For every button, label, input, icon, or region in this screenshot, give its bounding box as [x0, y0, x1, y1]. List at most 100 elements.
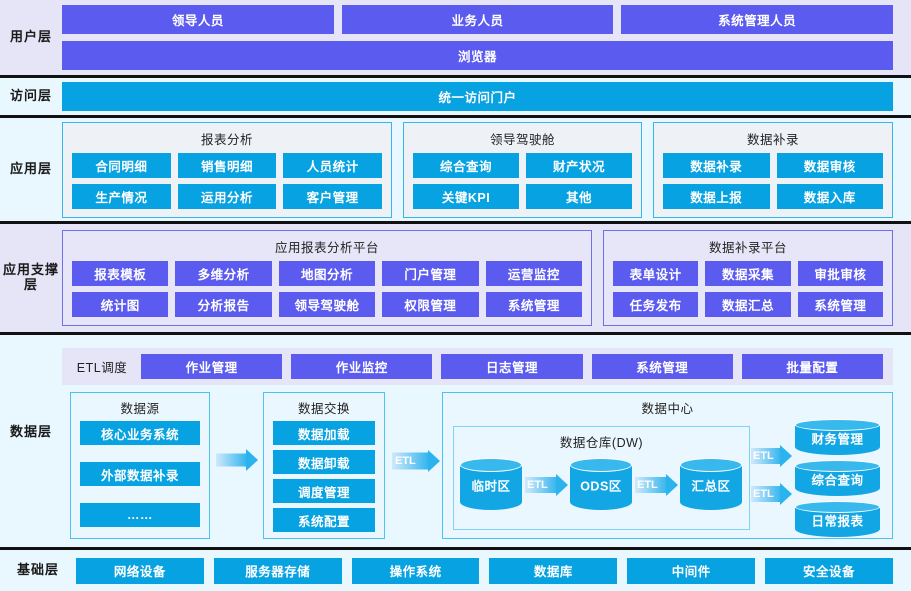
cylinder-top: [460, 458, 522, 472]
infra-middleware[interactable]: 中间件: [627, 557, 756, 584]
dx-system-config[interactable]: 系统配置: [273, 508, 375, 532]
app-contract-detail[interactable]: 合同明细: [72, 152, 171, 178]
arrow-shaft: [525, 477, 557, 493]
data-source-items: 核心业务系统 外部数据补录 ……: [71, 421, 209, 535]
sup-task-publish[interactable]: 任务发布: [613, 292, 699, 317]
user-roles-row: 领导人员 业务人员 系统管理人员: [62, 5, 894, 34]
support-groups: 应用报表分析平台 报表模板 多维分析 地图分析 门户管理 运营监控 统计图 分析…: [62, 230, 893, 326]
cylinder-top: [795, 419, 880, 431]
support-layer-band: 应用支撑层 应用报表分析平台 报表模板 多维分析 地图分析 门户管理 运营监控: [0, 224, 911, 332]
sup-approval-audit[interactable]: 审批审核: [797, 261, 883, 286]
cylinder-top: [795, 501, 880, 513]
user-role-business[interactable]: 业务人员: [341, 5, 614, 34]
infra-security-device[interactable]: 安全设备: [765, 557, 893, 584]
ds-external-data-entry[interactable]: 外部数据补录: [80, 462, 200, 486]
app-key-kpi[interactable]: 关键KPI: [413, 183, 519, 209]
user-role-sysadmin[interactable]: 系统管理人员: [621, 5, 894, 34]
group-report-analysis-grid: 合同明细 销售明细 人员统计 生产情况 运用分析 客户管理: [72, 152, 383, 209]
sup-map-analysis[interactable]: 地图分析: [278, 261, 376, 286]
app-sales-detail[interactable]: 销售明细: [177, 152, 277, 178]
sup-multidim-analysis[interactable]: 多维分析: [175, 261, 272, 286]
application-layer-body: 报表分析 合同明细 销售明细 人员统计 生产情况 运用分析 客户管理: [62, 121, 911, 218]
dx-data-load[interactable]: 数据加载: [273, 421, 375, 445]
user-layer-band: 用户层 领导人员 业务人员 系统管理人员 浏览器: [0, 0, 911, 75]
etl-batch-config[interactable]: 批量配置: [741, 354, 884, 379]
arrow-shaft: [216, 453, 246, 467]
group-leader-cockpit-grid: 综合查询 财产状况 关键KPI 其他: [413, 152, 632, 209]
cylinder-ods-zone[interactable]: ODS区: [570, 458, 632, 510]
sup-data-summary[interactable]: 数据汇总: [705, 292, 791, 317]
cylinder-comprehensive-query[interactable]: 综合查询: [795, 460, 880, 496]
user-role-leader[interactable]: 领导人员: [62, 5, 334, 34]
etl-job-mgmt[interactable]: 作业管理: [141, 354, 283, 379]
data-exchange-title: 数据交换: [297, 402, 350, 416]
etl-arrow-label: ETL: [753, 487, 774, 500]
data-source-title: 数据源: [120, 402, 160, 416]
sup-system-mgmt-2[interactable]: 系统管理: [797, 292, 883, 317]
arrow-source-to-exchange: [216, 448, 258, 472]
sup-form-design[interactable]: 表单设计: [613, 261, 699, 286]
cylinder-body: [460, 465, 522, 510]
sup-leader-cockpit[interactable]: 领导驾驶舱: [278, 292, 376, 317]
app-data-audit[interactable]: 数据审核: [776, 152, 883, 178]
user-client-browser[interactable]: 浏览器: [62, 41, 893, 70]
infrastructure-layer-label: 基础层: [16, 562, 59, 578]
app-customer-mgmt[interactable]: 客户管理: [283, 183, 383, 209]
app-data-report[interactable]: 数据上报: [663, 183, 770, 209]
cylinder-finance-mgmt[interactable]: 财务管理: [795, 419, 880, 455]
data-exchange-items: 数据加载 数据卸载 调度管理 系统配置: [264, 421, 384, 540]
infra-server-storage[interactable]: 服务器存储: [213, 557, 342, 584]
divider-support-data: [0, 332, 911, 335]
app-asset-status[interactable]: 财产状况: [526, 152, 632, 178]
etl-log-mgmt[interactable]: 日志管理: [441, 354, 583, 379]
cylinder-top: [680, 458, 742, 472]
arrow-shaft: [751, 448, 781, 464]
arrow-etl-to-reports: ETL: [751, 482, 792, 506]
application-groups: 报表分析 合同明细 销售明细 人员统计 生产情况 运用分析 客户管理: [62, 121, 893, 218]
sup-report-template[interactable]: 报表模板: [72, 261, 169, 286]
app-comprehensive-query[interactable]: 综合查询: [413, 152, 519, 178]
etl-system-mgmt[interactable]: 系统管理: [591, 354, 733, 379]
group-report-platform: 应用报表分析平台 报表模板 多维分析 地图分析 门户管理 运营监控 统计图 分析…: [62, 230, 592, 326]
cylinder-top: [795, 460, 880, 472]
sup-statistics-chart[interactable]: 统计图: [72, 292, 169, 317]
group-report-platform-title: 应用报表分析平台: [274, 241, 379, 255]
infra-database[interactable]: 数据库: [489, 557, 618, 584]
infra-network-device[interactable]: 网络设备: [76, 557, 204, 584]
app-production-status[interactable]: 生产情况: [72, 183, 171, 209]
divider-user-access: [0, 75, 911, 78]
dx-schedule-mgmt[interactable]: 调度管理: [273, 479, 375, 503]
etl-job-monitor[interactable]: 作业监控: [291, 354, 433, 379]
etl-arrow-label: ETL: [753, 449, 774, 462]
dx-data-unload[interactable]: 数据卸载: [273, 450, 375, 474]
cylinder-daily-report[interactable]: 日常报表: [795, 501, 880, 537]
group-data-entry-platform-grid: 表单设计 数据采集 审批审核 任务发布 数据汇总 系统管理: [613, 261, 883, 317]
app-personnel-stats[interactable]: 人员统计: [283, 152, 383, 178]
sup-data-collection[interactable]: 数据采集: [705, 261, 791, 286]
app-other[interactable]: 其他: [526, 183, 632, 209]
grid-row: 数据上报 数据入库: [663, 183, 883, 209]
access-portal[interactable]: 统一访问门户: [62, 82, 893, 111]
app-data-storage[interactable]: 数据入库: [776, 183, 883, 209]
sup-analysis-report[interactable]: 分析报告: [175, 292, 272, 317]
sup-portal-mgmt[interactable]: 门户管理: [382, 261, 479, 286]
sup-system-mgmt[interactable]: 系统管理: [485, 292, 583, 317]
arrow-head: [556, 474, 568, 496]
grid-row: 合同明细 销售明细 人员统计: [72, 152, 383, 178]
access-layer-label: 访问层: [9, 88, 52, 104]
sup-ops-monitor[interactable]: 运营监控: [485, 261, 583, 286]
cylinder-label: ODS区: [580, 479, 622, 494]
etl-schedule-strip: ETL调度 作业管理 作业监控 日志管理 系统管理 批量配置: [62, 348, 893, 385]
cylinder-summary-zone[interactable]: 汇总区: [680, 458, 742, 510]
sup-permission-mgmt[interactable]: 权限管理: [382, 292, 479, 317]
ds-more[interactable]: ……: [80, 503, 200, 527]
ds-core-business-system[interactable]: 核心业务系统: [80, 421, 200, 445]
app-operation-analysis[interactable]: 运用分析: [177, 183, 277, 209]
infra-operating-system[interactable]: 操作系统: [351, 557, 480, 584]
cylinder-temp-zone[interactable]: 临时区: [460, 458, 522, 510]
support-layer-body: 应用报表分析平台 报表模板 多维分析 地图分析 门户管理 运营监控 统计图 分析…: [62, 230, 911, 326]
arrow-etl-temp-to-ods: ETL: [525, 473, 568, 497]
etl-arrow-label: ETL: [527, 478, 548, 491]
app-data-entry[interactable]: 数据补录: [663, 152, 770, 178]
group-data-entry-platform: 数据补录平台 表单设计 数据采集 审批审核 任务发布 数据汇总 系统管理: [603, 230, 893, 326]
